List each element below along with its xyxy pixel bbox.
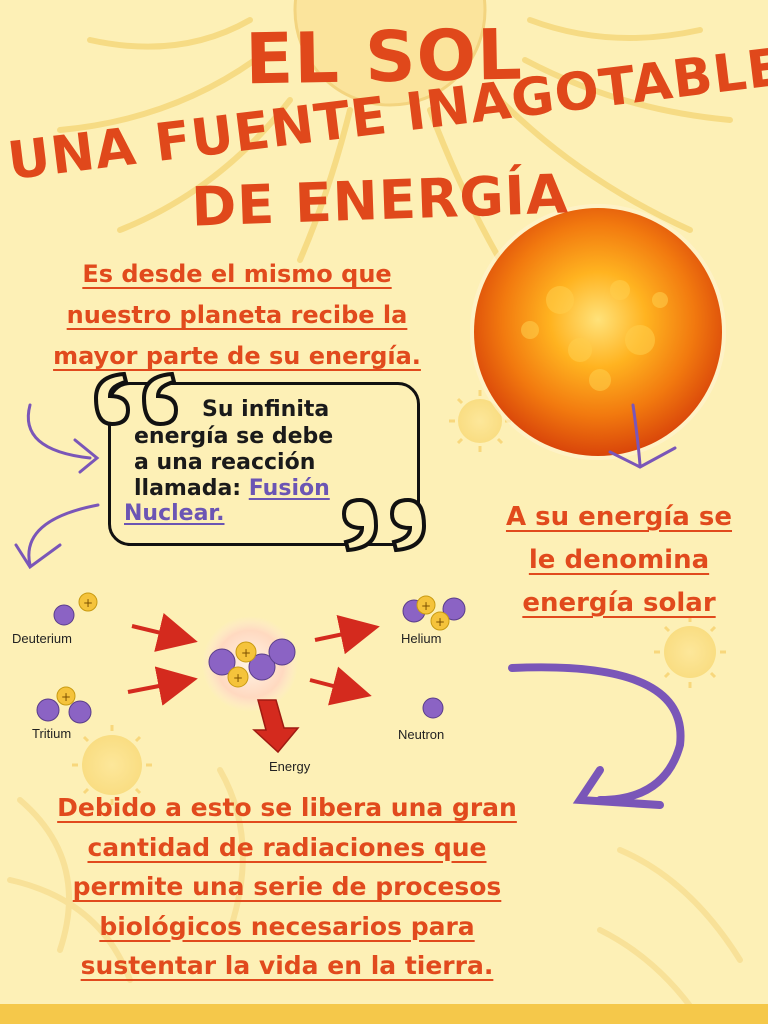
svg-text:+: + [233,671,243,685]
deuterium-label: Deuterium [12,631,72,646]
bottom-sun-decoration [7,767,743,1023]
energy-label: Energy [269,759,311,774]
quote-line: a una reacción [134,450,316,475]
quote-line: Su infinita [202,397,330,422]
arrow-left-to-quote [26,403,100,474]
open-quote-icon [93,371,179,427]
intro-line: Es desde el mismo que [82,260,392,288]
neutron-particle [422,697,444,719]
fusion-core: + + [202,616,298,712]
fusion-nuclear-link-continued[interactable]: Nuclear. [124,501,225,526]
fusion-nuclear-link[interactable]: Fusión [248,476,330,501]
solar-energy-paragraph: A su energía se le denomina energía sola… [470,496,768,625]
conclusion-line: permite una serie de procesos [72,872,502,901]
solar-line: A su energía se [505,502,733,532]
tritium-label: Tritium [32,726,72,741]
deuterium-particles: + [53,592,98,626]
tritium-particles: + [36,686,92,724]
conclusion-line: cantidad de radiaciones que [87,832,487,862]
close-quote-icon [341,498,427,553]
svg-text:+: + [61,690,71,704]
intro-paragraph: Es desde el mismo que nuestro planeta re… [0,254,474,377]
small-sun-icon [654,616,726,688]
arrow-down-to-diagram [14,503,100,570]
svg-text:+: + [83,596,93,610]
helium-label: Helium [401,631,442,646]
conclusion-paragraph: Debido a esto se libera una gran cantida… [0,788,574,986]
sun-illustration [470,204,726,460]
solar-line: energía solar [522,588,716,618]
arrow-curve-to-conclusion [508,663,685,809]
neutron-label: Neutron [398,727,445,742]
svg-text:+: + [435,615,445,629]
svg-text:+: + [421,599,431,613]
conclusion-line: biológicos necesarios para [99,911,475,941]
intro-line: nuestro planeta recibe la [66,301,408,329]
quote-line: llamada: Fusión [134,476,330,502]
conclusion-line: sustentar la vida en la tierra. [80,951,494,980]
conclusion-line: Debido a esto se libera una gran [57,793,517,822]
intro-line: mayor parte de su energía. [53,342,421,370]
quote-line: energía se debe [134,424,334,449]
top-sun-decoration [57,0,733,263]
arrow-down-right-sun [608,403,677,469]
quote-line-prefix: llamada: [134,476,249,501]
fusion-diagram: + + + + + + [36,592,466,754]
small-sun-icon [72,725,152,805]
bottom-band [0,1004,768,1024]
svg-text:+: + [241,646,251,660]
helium-particles: + + [402,595,466,631]
quote-box [108,382,420,546]
solar-line: le denomina [528,545,710,575]
small-sun-icon [449,390,511,452]
